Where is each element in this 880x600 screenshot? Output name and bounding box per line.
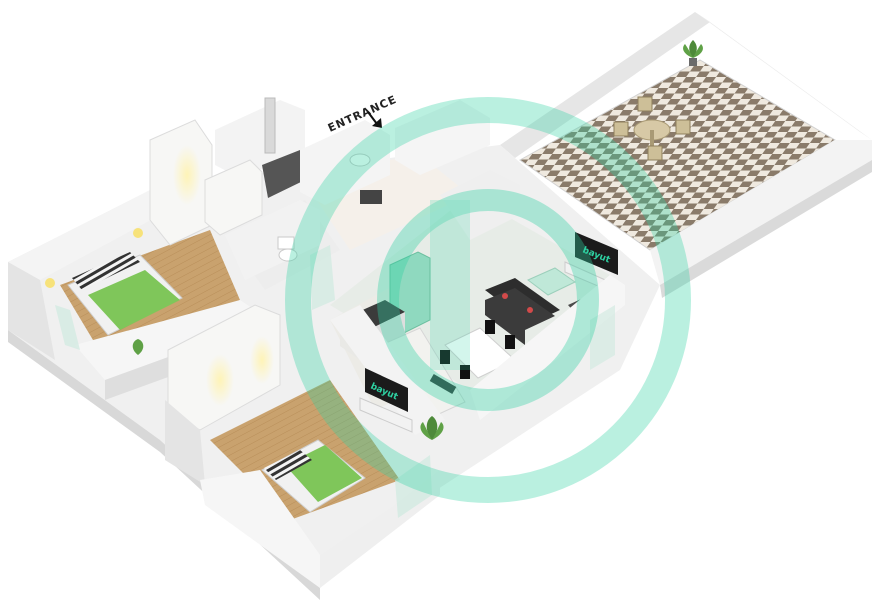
dining-chair xyxy=(505,335,515,349)
watermark-ring-outer xyxy=(285,97,691,503)
plant-icon xyxy=(132,339,144,355)
terrace-right-wall xyxy=(695,12,872,140)
nightstand-lamp xyxy=(133,228,143,238)
living-window xyxy=(590,305,615,370)
dining-chair xyxy=(440,350,450,364)
bed-icon xyxy=(261,439,366,513)
toilet-tank xyxy=(277,236,295,250)
watermark-logo xyxy=(285,97,691,503)
terrace-front-wall-side xyxy=(660,160,872,298)
bedroom2-tv-wall xyxy=(330,305,445,435)
dining-chair xyxy=(460,365,470,379)
entrance-arrow-icon xyxy=(367,111,382,128)
terrace-chair xyxy=(675,119,691,135)
bathroom xyxy=(204,97,390,310)
terrace-floor xyxy=(520,60,835,250)
bedroom2-tv-screen xyxy=(365,368,408,412)
bedroom2-bed-stripe xyxy=(264,450,312,480)
terrace-chair xyxy=(637,96,653,112)
bedroom1-bed-blanket xyxy=(88,270,180,330)
bedroom2-window xyxy=(395,455,432,518)
living-area: bayut xyxy=(340,170,625,426)
bedroom1-left-wall xyxy=(8,262,55,360)
bedroom1-back-wall xyxy=(8,185,160,280)
terrace-dining-set xyxy=(613,96,691,161)
bed-icon xyxy=(67,252,183,336)
wc-counter xyxy=(360,190,382,204)
terrace-chair xyxy=(613,121,629,137)
nightstand-lamp xyxy=(45,278,55,288)
coffee-table xyxy=(527,267,576,296)
wardrobe-light xyxy=(206,354,234,406)
entrance-door-wall xyxy=(395,100,490,175)
apartment-slab-side xyxy=(8,330,320,600)
bedroom1-window xyxy=(55,305,80,350)
terrace-chair xyxy=(647,145,663,161)
sofa-cushion xyxy=(502,293,508,299)
terrace-back-wall xyxy=(500,12,710,158)
living-back-wall xyxy=(440,170,520,240)
living-tv-screen xyxy=(575,232,618,275)
bedroom2-front-wall xyxy=(200,470,320,588)
bathroom-partition xyxy=(225,200,320,280)
watermark-ring-inner xyxy=(377,189,599,411)
kitchen-hob xyxy=(429,374,457,394)
shower-floor xyxy=(262,150,305,198)
bedroom2-tv-console xyxy=(359,397,413,433)
wardrobe-light xyxy=(173,145,201,205)
bedroom1-bed-stripe xyxy=(72,252,140,290)
wardrobe-light xyxy=(250,336,274,384)
bedroom1-front-wall xyxy=(75,300,270,380)
bedroom2-left-wall xyxy=(165,400,205,485)
plant-icon xyxy=(683,40,703,66)
wash-basin xyxy=(349,153,371,167)
terrace xyxy=(500,12,872,298)
bathroom-cabinet xyxy=(204,159,263,236)
sofa-seat xyxy=(485,288,555,345)
sofa-cushion xyxy=(527,307,533,313)
watermark-bar xyxy=(430,200,470,370)
bedroom-2: bayut xyxy=(165,304,445,588)
wc-wall xyxy=(300,120,390,205)
shower-column xyxy=(264,97,276,154)
terrace-front-wall xyxy=(650,140,872,285)
tv-icon: bayut xyxy=(575,232,618,275)
dining-chair xyxy=(485,320,495,334)
glass-partition xyxy=(310,245,335,310)
living-front-wall xyxy=(470,275,625,420)
terrace-table-leg xyxy=(650,130,654,146)
plant-icon xyxy=(420,416,444,440)
